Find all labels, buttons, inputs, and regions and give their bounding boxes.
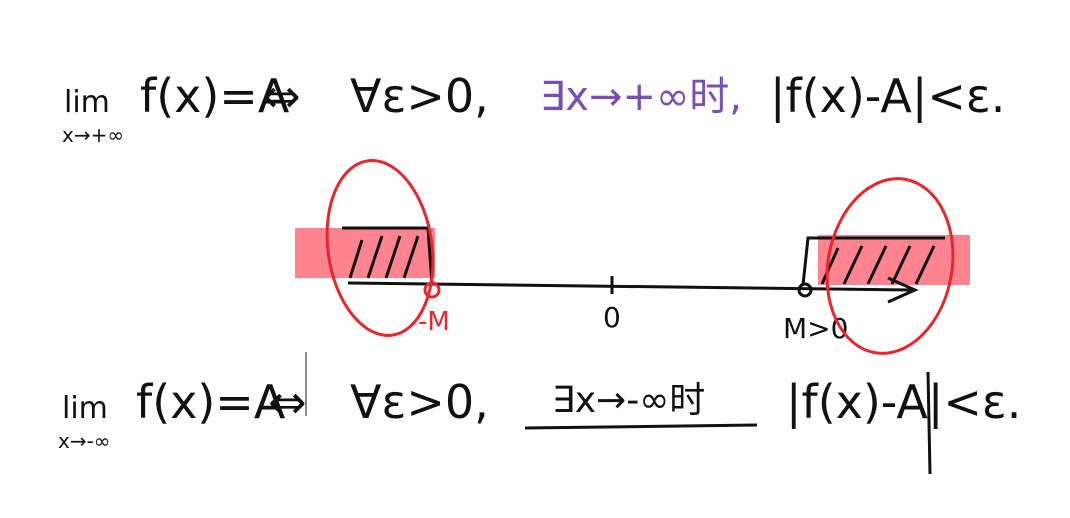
m-label: M>0 <box>783 312 848 345</box>
blank-underline <box>524 423 758 430</box>
left-highlight-band <box>295 228 435 278</box>
function-expression: f(x)=A <box>140 69 290 123</box>
right-red-circle <box>825 177 955 355</box>
right-hatched-region <box>801 236 945 286</box>
exists-condition-2: ∃x→-∞时 <box>552 380 705 421</box>
lim-label: lim <box>64 85 110 120</box>
function-expression-2: f(x)=A <box>136 375 286 429</box>
number-line-diagram: 0 -M M>0 <box>295 159 970 355</box>
forall-epsilon: ∀ε>0, <box>350 69 489 123</box>
left-red-circle <box>325 159 435 337</box>
lim-subscript-2: x→-∞ <box>58 429 110 453</box>
m-point <box>797 282 813 298</box>
limit-definition-plus-infinity: lim x→+∞ f(x)=A ⇔ ∀ε>0, ∃x→+∞时, |f(x)-A|… <box>62 69 1005 147</box>
zero-label: 0 <box>603 301 621 334</box>
lim-label-2: lim <box>62 391 108 426</box>
forall-epsilon-2: ∀ε>0, <box>350 375 489 429</box>
exists-condition: ∃x→+∞时, <box>540 74 742 120</box>
inequality-expression: |f(x)-A|<ε. <box>770 69 1005 124</box>
neg-m-label: -M <box>418 307 450 337</box>
equivalence-symbol: ⇔ <box>262 69 301 123</box>
axis-arrow-icon <box>887 276 919 304</box>
lim-subscript: x→+∞ <box>62 123 124 147</box>
tall-bar-mark <box>926 371 932 475</box>
limit-definition-minus-infinity: lim x→-∞ f(x)=A ⇔ ∀ε>0, ∃x→-∞时 |f(x)-A|<… <box>58 352 1021 475</box>
equivalence-symbol-2: ⇔ <box>268 375 307 429</box>
axis-line <box>347 281 913 292</box>
inequality-expression-2: |f(x)-A|<ε. <box>786 375 1021 430</box>
